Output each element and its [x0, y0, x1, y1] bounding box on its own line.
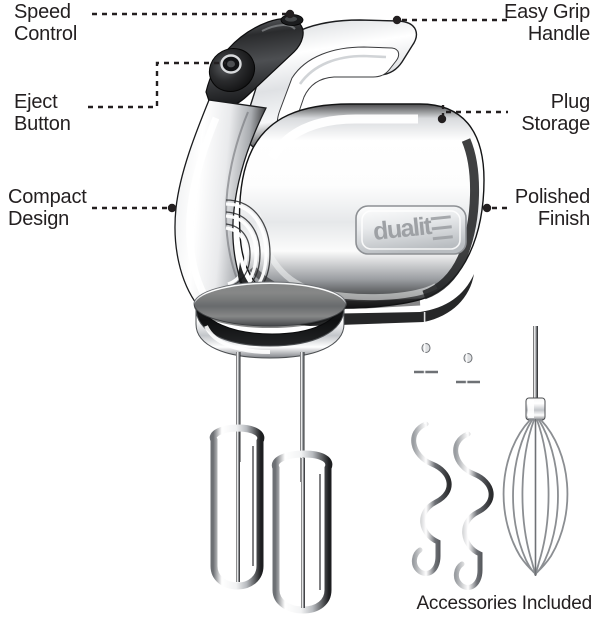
dough-hook-left [411, 307, 452, 576]
callout-label-compact-design: Compact Design [8, 186, 87, 230]
brand-logo-text: dualit [372, 212, 434, 246]
beater-left [209, 352, 265, 590]
balloon-whisk [502, 326, 569, 576]
hand-mixer: dualit [174, 14, 485, 359]
beater-right [271, 352, 333, 614]
eject-button[interactable] [202, 41, 262, 100]
callout-label-plug-storage: Plug Storage [521, 91, 590, 135]
anchor-polished-finish [482, 203, 492, 213]
accessories-included-caption: Accessories Included [416, 593, 592, 614]
callout-label-eject-button: Eject Button [14, 91, 71, 135]
callout-label-speed-control: Speed Control [14, 1, 78, 45]
anchor-easy-grip-handle [392, 15, 402, 25]
mixer-underside [238, 262, 474, 326]
brand-plaque: dualit [355, 205, 467, 255]
callout-label-polished-finish: Polished Finish [514, 186, 590, 230]
leader-eject-button [88, 61, 226, 109]
dough-hook-right [453, 305, 494, 590]
callout-leaders [88, 12, 512, 210]
callout-label-easy-grip-handle: Easy Grip Handle [503, 1, 590, 45]
anchor-compact-design [167, 203, 177, 213]
callout-anchors [167, 9, 492, 213]
anchor-speed-control [285, 9, 295, 19]
